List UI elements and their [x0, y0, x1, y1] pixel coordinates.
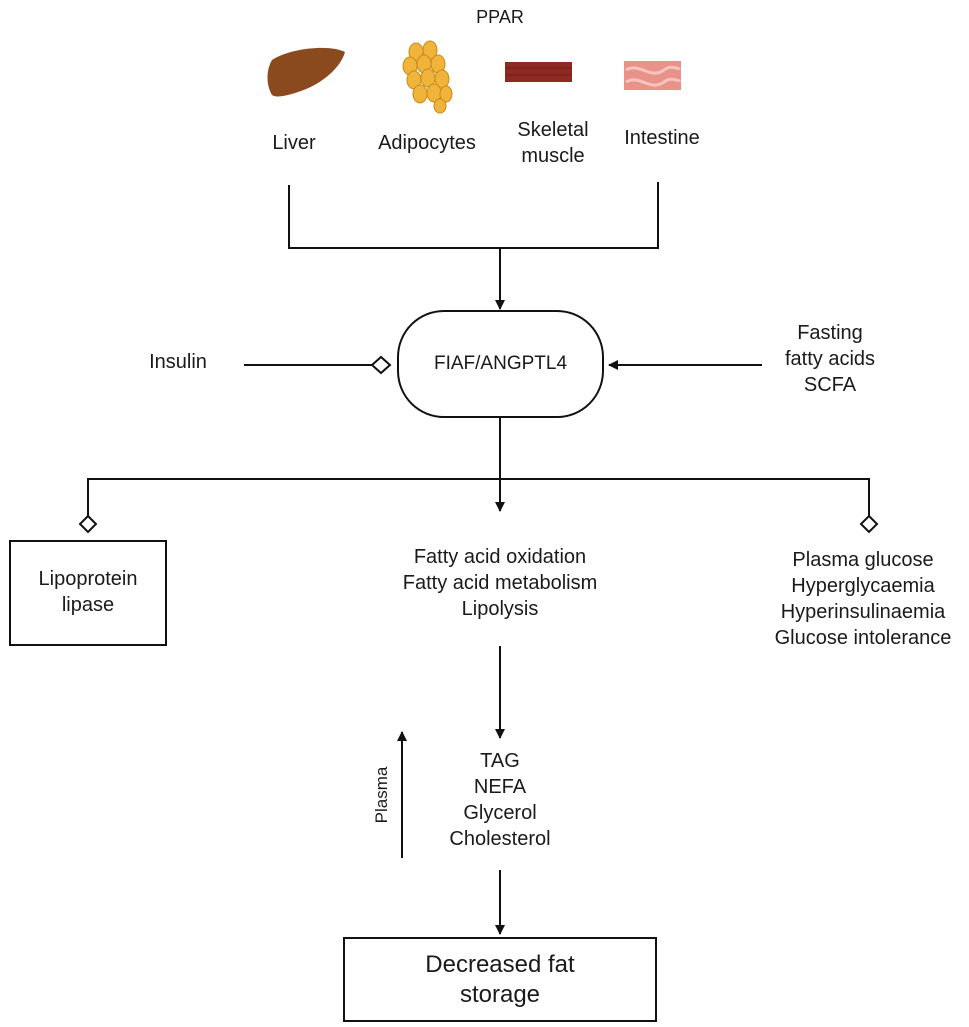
- tissue-label-line: Skeletal: [517, 119, 589, 141]
- plasma-item: Cholesterol: [449, 828, 551, 850]
- insulin-inhibit-diamond: [370, 355, 392, 375]
- oxidation-line: Lipolysis: [461, 598, 539, 620]
- tissue-connector: [288, 182, 659, 249]
- plasma-item: Glycerol: [463, 802, 537, 824]
- oxidation-line: Fatty acid metabolism: [402, 572, 598, 594]
- fasting-line: SCFA: [803, 374, 857, 396]
- tissue-label-line: muscle: [521, 145, 585, 167]
- outcome-line: storage: [459, 981, 541, 1008]
- lpl-inhibit-diamond: [78, 514, 98, 534]
- glucose-label: Plasma glucose Hyperglycaemia Hyperinsul…: [758, 547, 968, 651]
- skeletal-muscle-icon: [505, 62, 572, 82]
- intestine-icon: [624, 61, 682, 90]
- ppar-label: PPAR: [476, 7, 524, 27]
- lipoprotein-lipase-label: Lipoprotein lipase: [10, 566, 166, 618]
- plasma-items: TAG NEFA Glycerol Cholesterol: [420, 748, 580, 852]
- plasma-item: TAG: [480, 750, 520, 772]
- oxidation-label: Fatty acid oxidation Fatty acid metaboli…: [370, 544, 630, 622]
- tissue-label-intestine: Intestine: [624, 127, 700, 149]
- fasting-line: fatty acids: [784, 348, 876, 370]
- glucose-line: Plasma glucose: [792, 549, 934, 571]
- fasting-label: Fasting fatty acids SCFA: [760, 320, 900, 398]
- adipocytes-icon: [402, 40, 453, 114]
- glucose-inhibit-diamond: [859, 514, 879, 534]
- glucose-line: Hyperinsulinaemia: [780, 601, 946, 623]
- outcome-line: Decreased fat: [425, 951, 575, 978]
- plasma-label: Plasma: [372, 766, 391, 824]
- oxidation-line: Fatty acid oxidation: [413, 546, 587, 568]
- tissue-label-skeletal-muscle: Skeletal muscle: [498, 117, 608, 169]
- plasma-item: NEFA: [473, 776, 527, 798]
- fasting-line: Fasting: [797, 322, 863, 344]
- lpl-line: Lipoprotein: [38, 568, 138, 590]
- branch-line: [87, 478, 870, 516]
- tissue-label-adipocytes: Adipocytes: [378, 132, 476, 154]
- glucose-line: Hyperglycaemia: [791, 575, 935, 597]
- glucose-line: Glucose intolerance: [774, 627, 952, 649]
- lpl-line: lipase: [61, 594, 115, 616]
- outcome-box: [343, 937, 657, 1022]
- outcome-label: Decreased fat storage: [344, 950, 656, 1010]
- center-node-label: FIAF/ANGPTL4: [433, 353, 568, 374]
- insulin-label: Insulin: [149, 351, 207, 373]
- lipoprotein-lipase-box: [9, 540, 167, 646]
- tissue-label-liver: Liver: [272, 132, 316, 154]
- liver-icon: [267, 47, 345, 97]
